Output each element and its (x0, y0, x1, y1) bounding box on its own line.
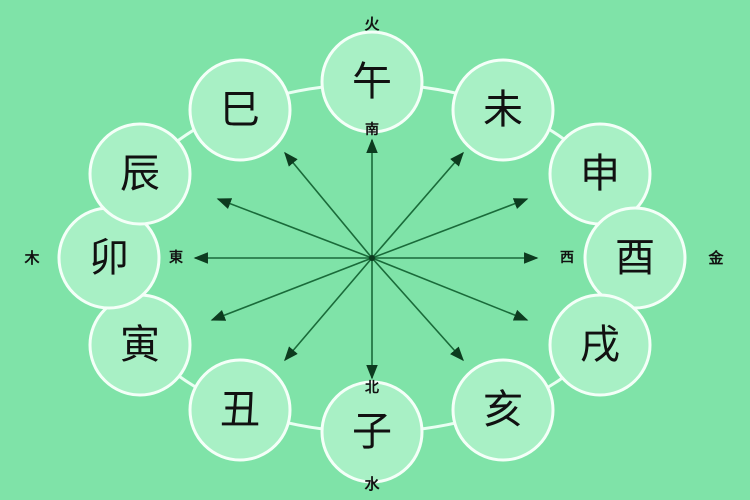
direction-south: 南 (365, 121, 379, 138)
branch-node-chen: 辰 (88, 122, 192, 226)
branch-label-zi: 子 (352, 409, 392, 455)
branch-label-mao: 卯 (89, 235, 129, 281)
branch-node-chou: 丑 (188, 358, 292, 462)
branch-node-hai: 亥 (451, 358, 555, 462)
branch-label-xu: 戌 (580, 322, 620, 368)
arrow-to-chou (284, 257, 373, 362)
branch-label-wei: 未 (483, 87, 523, 133)
branch-node-xu: 戌 (548, 293, 652, 397)
branch-label-si: 巳 (220, 87, 260, 133)
element-left: 木 (23, 249, 40, 267)
direction-west: 西 (560, 250, 574, 266)
arrow-to-yin (210, 257, 373, 321)
direction-north: 北 (365, 380, 379, 396)
branch-node-wei: 未 (451, 58, 555, 162)
arrow-to-hai (371, 257, 464, 362)
branch-node-zi: 子 (320, 380, 424, 484)
element-right: 金 (707, 249, 724, 267)
branch-node-you: 酉 (583, 206, 687, 310)
branch-node-wu: 午 (320, 30, 424, 134)
branch-label-wu: 午 (352, 59, 392, 105)
arrow-to-shen (371, 198, 529, 259)
element-bottom: 水 (364, 475, 380, 493)
arrow-to-wei (371, 151, 464, 259)
element-top: 火 (364, 15, 380, 33)
branch-label-hai: 亥 (483, 387, 523, 433)
arrow-to-chen (216, 198, 373, 259)
branch-label-yin: 寅 (120, 322, 160, 368)
arrow-to-xu (371, 257, 529, 321)
branch-label-chen: 辰 (120, 151, 160, 197)
branch-label-you: 酉 (615, 235, 655, 281)
center-point (369, 255, 375, 261)
branch-label-chou: 丑 (220, 387, 260, 433)
direction-east: 東 (169, 249, 183, 266)
radial-arrows (193, 138, 539, 380)
branch-node-si: 巳 (188, 58, 292, 162)
branch-node-yin: 寅 (88, 293, 192, 397)
branch-node-shen: 申 (548, 122, 652, 226)
arrow-to-si (284, 151, 373, 259)
branch-label-shen: 申 (580, 151, 620, 197)
